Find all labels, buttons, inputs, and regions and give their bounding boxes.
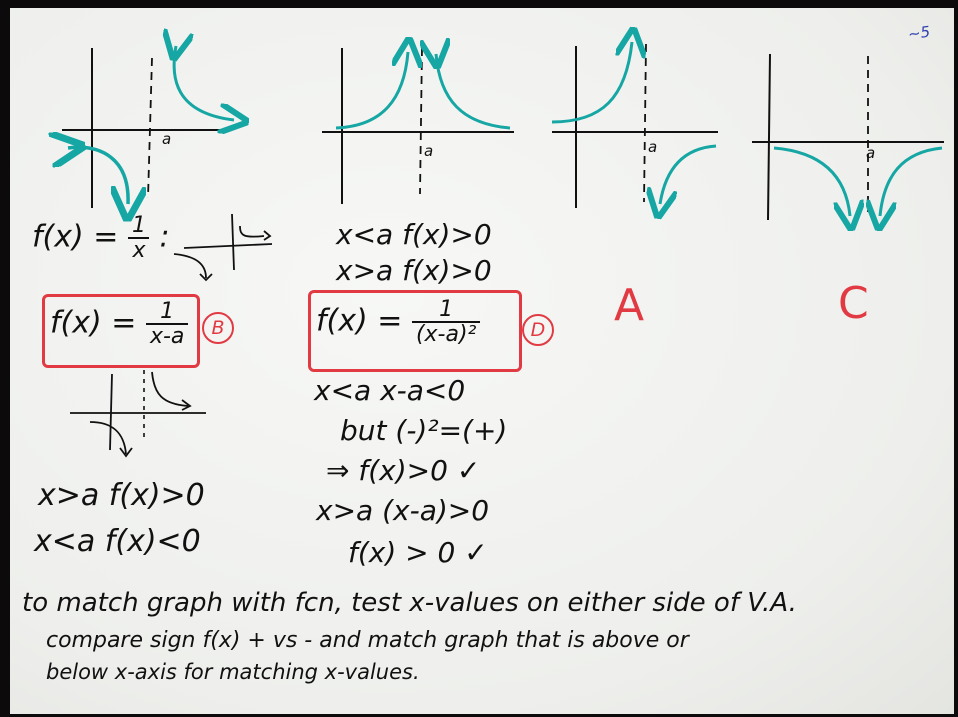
graph-3 <box>552 42 718 208</box>
d-step-4: x>a (x-a)>0 <box>316 494 489 527</box>
b-fraction: 1 x-a <box>146 300 188 348</box>
b-denominator: x-a <box>146 323 188 348</box>
answer-a: A <box>614 280 644 331</box>
d-tag: D <box>522 314 554 346</box>
whiteboard-paper: ~5 <box>10 8 954 714</box>
reciprocal-function: f(x) = 1 x : <box>32 214 170 262</box>
b-mini-graph <box>70 370 206 456</box>
d-function: f(x) = 1 (x-a)² <box>316 298 480 346</box>
reciprocal-numerator: 1 <box>128 214 150 237</box>
d-cond-2: x>a f(x)>0 <box>336 254 492 287</box>
d-fraction: 1 (x-a)² <box>412 298 480 346</box>
footer-line-1: to match graph with fcn, test x-values o… <box>22 588 797 618</box>
graph-4-a-label: a <box>866 144 875 162</box>
b-function: f(x) = 1 x-a <box>50 300 188 348</box>
footer-line-2: compare sign f(x) + vs - and match graph… <box>46 628 689 653</box>
b-line-2: x<a f(x)<0 <box>34 524 201 559</box>
graph-1-a-label: a <box>162 130 171 148</box>
reciprocal-fraction: 1 x <box>128 214 150 262</box>
reciprocal-label: f(x) = <box>32 220 118 255</box>
graph-2 <box>322 48 514 204</box>
d-denominator: (x-a)² <box>412 321 480 346</box>
d-label: f(x) = <box>316 304 402 339</box>
graph-2-a-label: a <box>424 142 433 160</box>
reciprocal-denominator: x <box>128 237 149 262</box>
reciprocal-mini-graph <box>174 214 272 280</box>
b-tag: B <box>202 312 234 344</box>
d-numerator: 1 <box>435 298 457 321</box>
graph-4 <box>752 54 944 220</box>
d-cond-1: x<a f(x)>0 <box>336 218 492 251</box>
b-numerator: 1 <box>156 300 178 323</box>
reciprocal-colon: : <box>160 220 170 255</box>
d-step-2: but (-)²=(+) <box>340 414 507 447</box>
d-step-5: f(x) > 0 ✓ <box>348 536 488 569</box>
b-label: f(x) = <box>50 306 136 341</box>
d-step-1: x<a x-a<0 <box>314 374 465 407</box>
graph-1 <box>62 46 234 208</box>
d-step-3: ⇒ f(x)>0 ✓ <box>326 454 480 487</box>
b-line-1: x>a f(x)>0 <box>38 478 205 513</box>
answer-c: C <box>838 278 869 329</box>
graph-3-a-label: a <box>648 138 657 156</box>
footer-line-3: below x-axis for matching x-values. <box>46 660 420 684</box>
